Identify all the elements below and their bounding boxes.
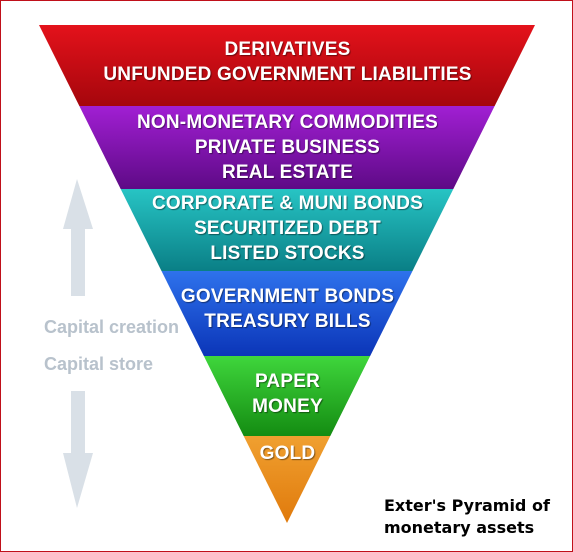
- capital-arrows: [63, 179, 93, 508]
- tier-3-labels: CORPORATE & MUNI BONDS SECURITIZED DEBT LI…: [1, 191, 572, 266]
- capital-creation-label: Capital creation: [44, 317, 180, 337]
- caption-line-1: Exter's Pyramid of: [384, 496, 550, 515]
- tier-label: NON-MONETARY COMMODITIES: [136, 112, 439, 133]
- tier-label: DERIVATIVES: [224, 39, 351, 60]
- tier-label: PAPER: [254, 371, 321, 392]
- pyramid-tier-2: [79, 106, 495, 189]
- pyramid-tier-3: [120, 189, 454, 271]
- down-arrow-icon: [63, 391, 93, 508]
- tier-label: UNFUNDED GOVERNMENT LIABILITIES: [103, 64, 472, 85]
- tier-label: GOLD: [259, 443, 316, 464]
- tier-5-labels: PAPER MONEY: [1, 369, 572, 419]
- tier-label: LISTED STOCKS: [210, 243, 365, 264]
- tier-1-labels: DERIVATIVES UNFUNDED GOVERNMENT LIABILITI…: [1, 37, 572, 87]
- tier-label: TREASURY BILLS: [204, 311, 371, 332]
- capital-store-label: Capital store: [44, 354, 154, 374]
- tier-label: CORPORATE & MUNI BONDS: [151, 193, 424, 214]
- caption-line-2: monetary assets: [384, 518, 535, 537]
- pyramid-tier-1: [39, 25, 535, 106]
- tier-label: MONEY: [252, 396, 323, 417]
- diagram-caption: Exter's Pyramid of monetary assets: [384, 495, 550, 539]
- tier-4-labels: GOVERNMENT BONDS TREASURY BILLS: [1, 284, 572, 334]
- tier-2-labels: NON-MONETARY COMMODITIES PRIVATE BUSINESS…: [1, 110, 572, 185]
- tier-label: SECURITIZED DEBT: [194, 218, 381, 239]
- tier-6-labels: GOLD: [1, 441, 572, 466]
- pyramid-tier-6: [243, 436, 331, 523]
- pyramid-tier-5: [203, 356, 371, 436]
- tier-label: REAL ESTATE: [222, 162, 353, 183]
- tier-label: GOVERNMENT BONDS: [180, 286, 395, 307]
- pyramid-tier-4: [161, 271, 413, 356]
- tier-label: PRIVATE BUSINESS: [194, 137, 381, 158]
- up-arrow-icon: [63, 179, 93, 296]
